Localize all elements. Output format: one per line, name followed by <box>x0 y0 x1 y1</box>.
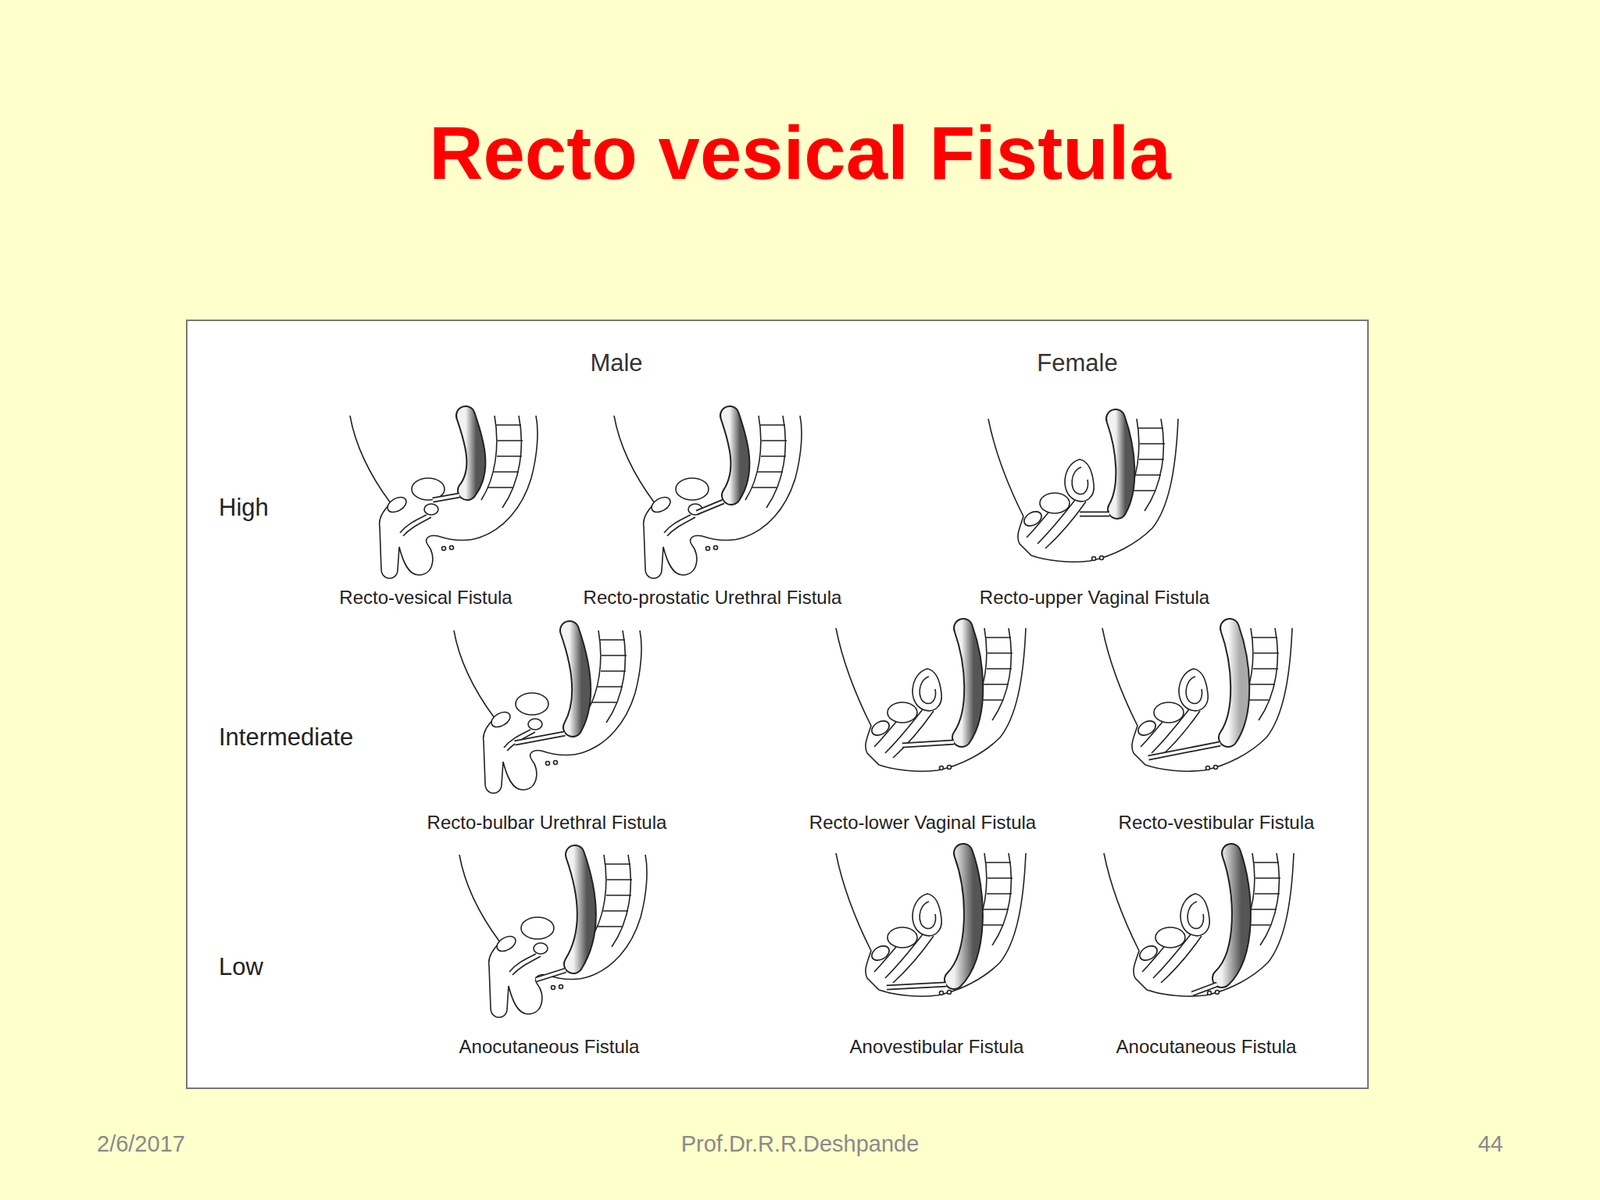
slide-title: Recto vesical Fistula <box>428 111 1172 195</box>
slide-number: 44 <box>1478 1132 1504 1158</box>
female-pelvis-sketch-part <box>1221 853 1242 979</box>
male-pelvis-sketch-part <box>432 495 460 500</box>
male-pelvis-sketch-part <box>696 501 724 513</box>
column-heading: Female <box>1036 350 1118 377</box>
female-pelvis-sketch-part <box>1115 418 1125 510</box>
male-pelvis-sketch-part <box>350 415 538 579</box>
male-pelvis-sketch-part <box>514 733 565 743</box>
female-pelvis-sketch-part <box>902 742 954 746</box>
female-pelvis-sketch-part <box>835 628 1026 772</box>
female-pelvis-sketch <box>835 853 1026 997</box>
female-pelvis-sketch-part <box>835 853 1026 997</box>
male-pelvis-sketch <box>459 854 647 1018</box>
female-pelvis-sketch-part <box>953 853 974 980</box>
row-heading: Low <box>218 953 264 981</box>
column-heading: Male <box>589 350 643 377</box>
female-pelvis-sketch-part <box>902 742 954 746</box>
female-pelvis-sketch-part <box>1192 984 1218 994</box>
male-pelvis-sketch-part <box>465 415 476 491</box>
female-pelvis-sketch-part <box>988 418 1179 562</box>
male-pelvis-sketch-part <box>432 495 460 500</box>
female-pelvis-sketch <box>835 628 1026 772</box>
sketch-caption: Anocutaneous Fistula <box>1116 1036 1297 1058</box>
male-pelvis-sketch-part <box>573 854 587 965</box>
female-pelvis-sketch-part <box>1228 628 1240 738</box>
female-pelvis-sketch-part <box>961 628 974 738</box>
row-heading: Intermediate <box>218 724 354 751</box>
sketch-caption: Anocutaneous Fistula <box>459 1036 640 1058</box>
female-pelvis-sketch-part <box>1221 853 1242 979</box>
female-pelvis-sketch-part <box>886 984 947 988</box>
male-pelvis-sketch-part <box>465 415 476 491</box>
male-pelvis-sketch-part <box>514 733 565 743</box>
female-pelvis-sketch-part <box>1079 512 1110 516</box>
sketch-caption: Recto-bulbar Urethral Fistula <box>427 812 668 833</box>
figure-panel <box>186 320 1368 1089</box>
sketch-caption: Recto-vestibular Fistula <box>1118 812 1315 833</box>
male-pelvis-sketch-part <box>729 415 740 496</box>
male-pelvis-sketch-part <box>459 854 647 1018</box>
female-pelvis-sketch-part <box>1192 984 1218 994</box>
male-pelvis-sketch-part <box>569 630 582 728</box>
female-pelvis-sketch-part <box>953 853 974 980</box>
footer-date: 2/6/2017 <box>96 1132 186 1158</box>
female-pelvis-sketch-part <box>1079 511 1110 518</box>
female-pelvis-sketch-part <box>961 628 974 738</box>
male-pelvis-sketch-part <box>729 415 740 496</box>
female-pelvis-sketch-part <box>1148 743 1221 758</box>
sketch-caption: Recto-vesical Fistula <box>339 587 512 608</box>
female-pelvis-sketch-part <box>1103 853 1294 997</box>
female-pelvis-sketch-part <box>1148 743 1221 758</box>
female-pelvis-sketch <box>988 418 1179 562</box>
male-pelvis-sketch-part <box>535 970 566 980</box>
female-pelvis-sketch-part <box>1102 628 1293 772</box>
female-pelvis-sketch <box>1103 853 1294 997</box>
sketch-caption: Recto-prostatic Urethral Fistula <box>583 587 843 608</box>
sketch-caption: Recto-lower Vaginal Fistula <box>809 812 1036 833</box>
male-pelvis-sketch-part <box>696 501 724 513</box>
male-pelvis-sketch-part <box>569 630 582 728</box>
female-pelvis-sketch-part <box>1228 628 1240 738</box>
male-pelvis-sketch <box>453 630 642 793</box>
male-pelvis-sketch-part <box>535 970 566 980</box>
male-pelvis-sketch-part <box>453 630 642 793</box>
female-pelvis-sketch-part <box>886 984 947 988</box>
sketch-caption: Recto-upper Vaginal Fistula <box>979 587 1210 608</box>
female-pelvis-sketch-part <box>1115 418 1125 510</box>
male-pelvis-sketch-part <box>614 415 802 579</box>
footer-author: Prof.Dr.R.R.Deshpande <box>681 1132 920 1158</box>
sketch-caption: Anovestibular Fistula <box>850 1036 1025 1058</box>
male-pelvis-sketch <box>350 415 538 579</box>
male-pelvis-sketch <box>614 415 802 579</box>
female-pelvis-sketch <box>1102 628 1293 772</box>
male-pelvis-sketch-part <box>573 854 587 965</box>
row-heading: High <box>218 494 269 522</box>
